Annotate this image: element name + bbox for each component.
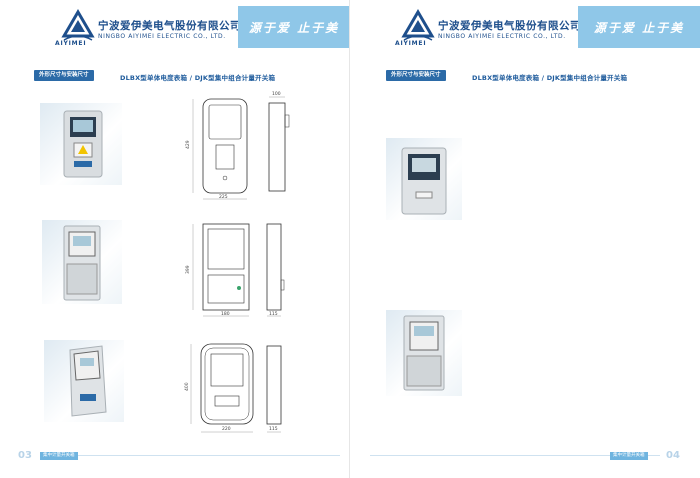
section-tag: 外形尺寸与安装尺寸 (34, 70, 94, 81)
footer-label-left: 集中计量开关箱 (40, 452, 78, 460)
company-name-en: NINGBO AIYIMEI ELECTRIC CO., LTD. (438, 33, 566, 40)
right-page: AIYIMEI 宁波爱伊美电气股份有限公司 NINGBO AIYIMEI ELE… (350, 0, 700, 478)
dimension-drawing-3: 400 220 115 (184, 340, 305, 440)
slogan: 源于爱 止于美 (238, 6, 350, 48)
footer-line (370, 455, 660, 456)
dim-depth-1: 100 (272, 91, 281, 97)
page-number-right: 04 (666, 450, 680, 461)
product-photo-2 (42, 220, 122, 304)
dim-height-3: 400 (184, 382, 190, 391)
header-right: AIYIMEI 宁波爱伊美电气股份有限公司 NINGBO AIYIMEI ELE… (350, 6, 700, 48)
aiyimei-logo-icon (58, 8, 98, 48)
footer-line (40, 455, 340, 456)
product-photo-4 (386, 138, 462, 220)
logo-text: AIYIMEI (55, 40, 87, 47)
dimension-drawing-2: 399 180 115 (185, 220, 305, 320)
slogan: 源于爱 止于美 (578, 6, 700, 48)
logo-text: AIYIMEI (395, 40, 427, 47)
dim-depth-2: 115 (269, 311, 278, 317)
product-photo-3 (44, 340, 124, 422)
aiyimei-logo-icon (398, 8, 438, 48)
dim-width-2: 180 (221, 311, 230, 317)
footer-label-right: 集中计量开关箱 (610, 452, 648, 460)
product-photo-5 (386, 310, 462, 396)
header: AIYIMEI 宁波爱伊美电气股份有限公司 NINGBO AIYIMEI ELE… (0, 6, 350, 48)
company-name-cn: 宁波爱伊美电气股份有限公司 (98, 20, 241, 32)
section-title: DLBX型单体电度表箱 / DJK型集中组合计量开关箱 (120, 74, 276, 82)
dim-width-3: 220 (222, 426, 231, 432)
dimension-drawing-1: 429 225 100 (185, 91, 305, 203)
company-name-cn: 宁波爱伊美电气股份有限公司 (438, 20, 581, 32)
dim-height-1: 429 (185, 140, 191, 149)
section-title: DLBX型单体电度表箱 / DJK型集中组合计量开关箱 (472, 74, 628, 82)
left-page: AIYIMEI 宁波爱伊美电气股份有限公司 NINGBO AIYIMEI ELE… (0, 6, 350, 461)
dim-width-1: 225 (219, 194, 228, 200)
product-photo-1 (40, 103, 122, 185)
section-tag: 外形尺寸与安装尺寸 (386, 70, 446, 81)
dim-height-2: 399 (185, 265, 191, 274)
dim-depth-3: 115 (269, 426, 278, 432)
page-number-left: 03 (18, 450, 32, 461)
company-name-en: NINGBO AIYIMEI ELECTRIC CO., LTD. (98, 33, 226, 40)
